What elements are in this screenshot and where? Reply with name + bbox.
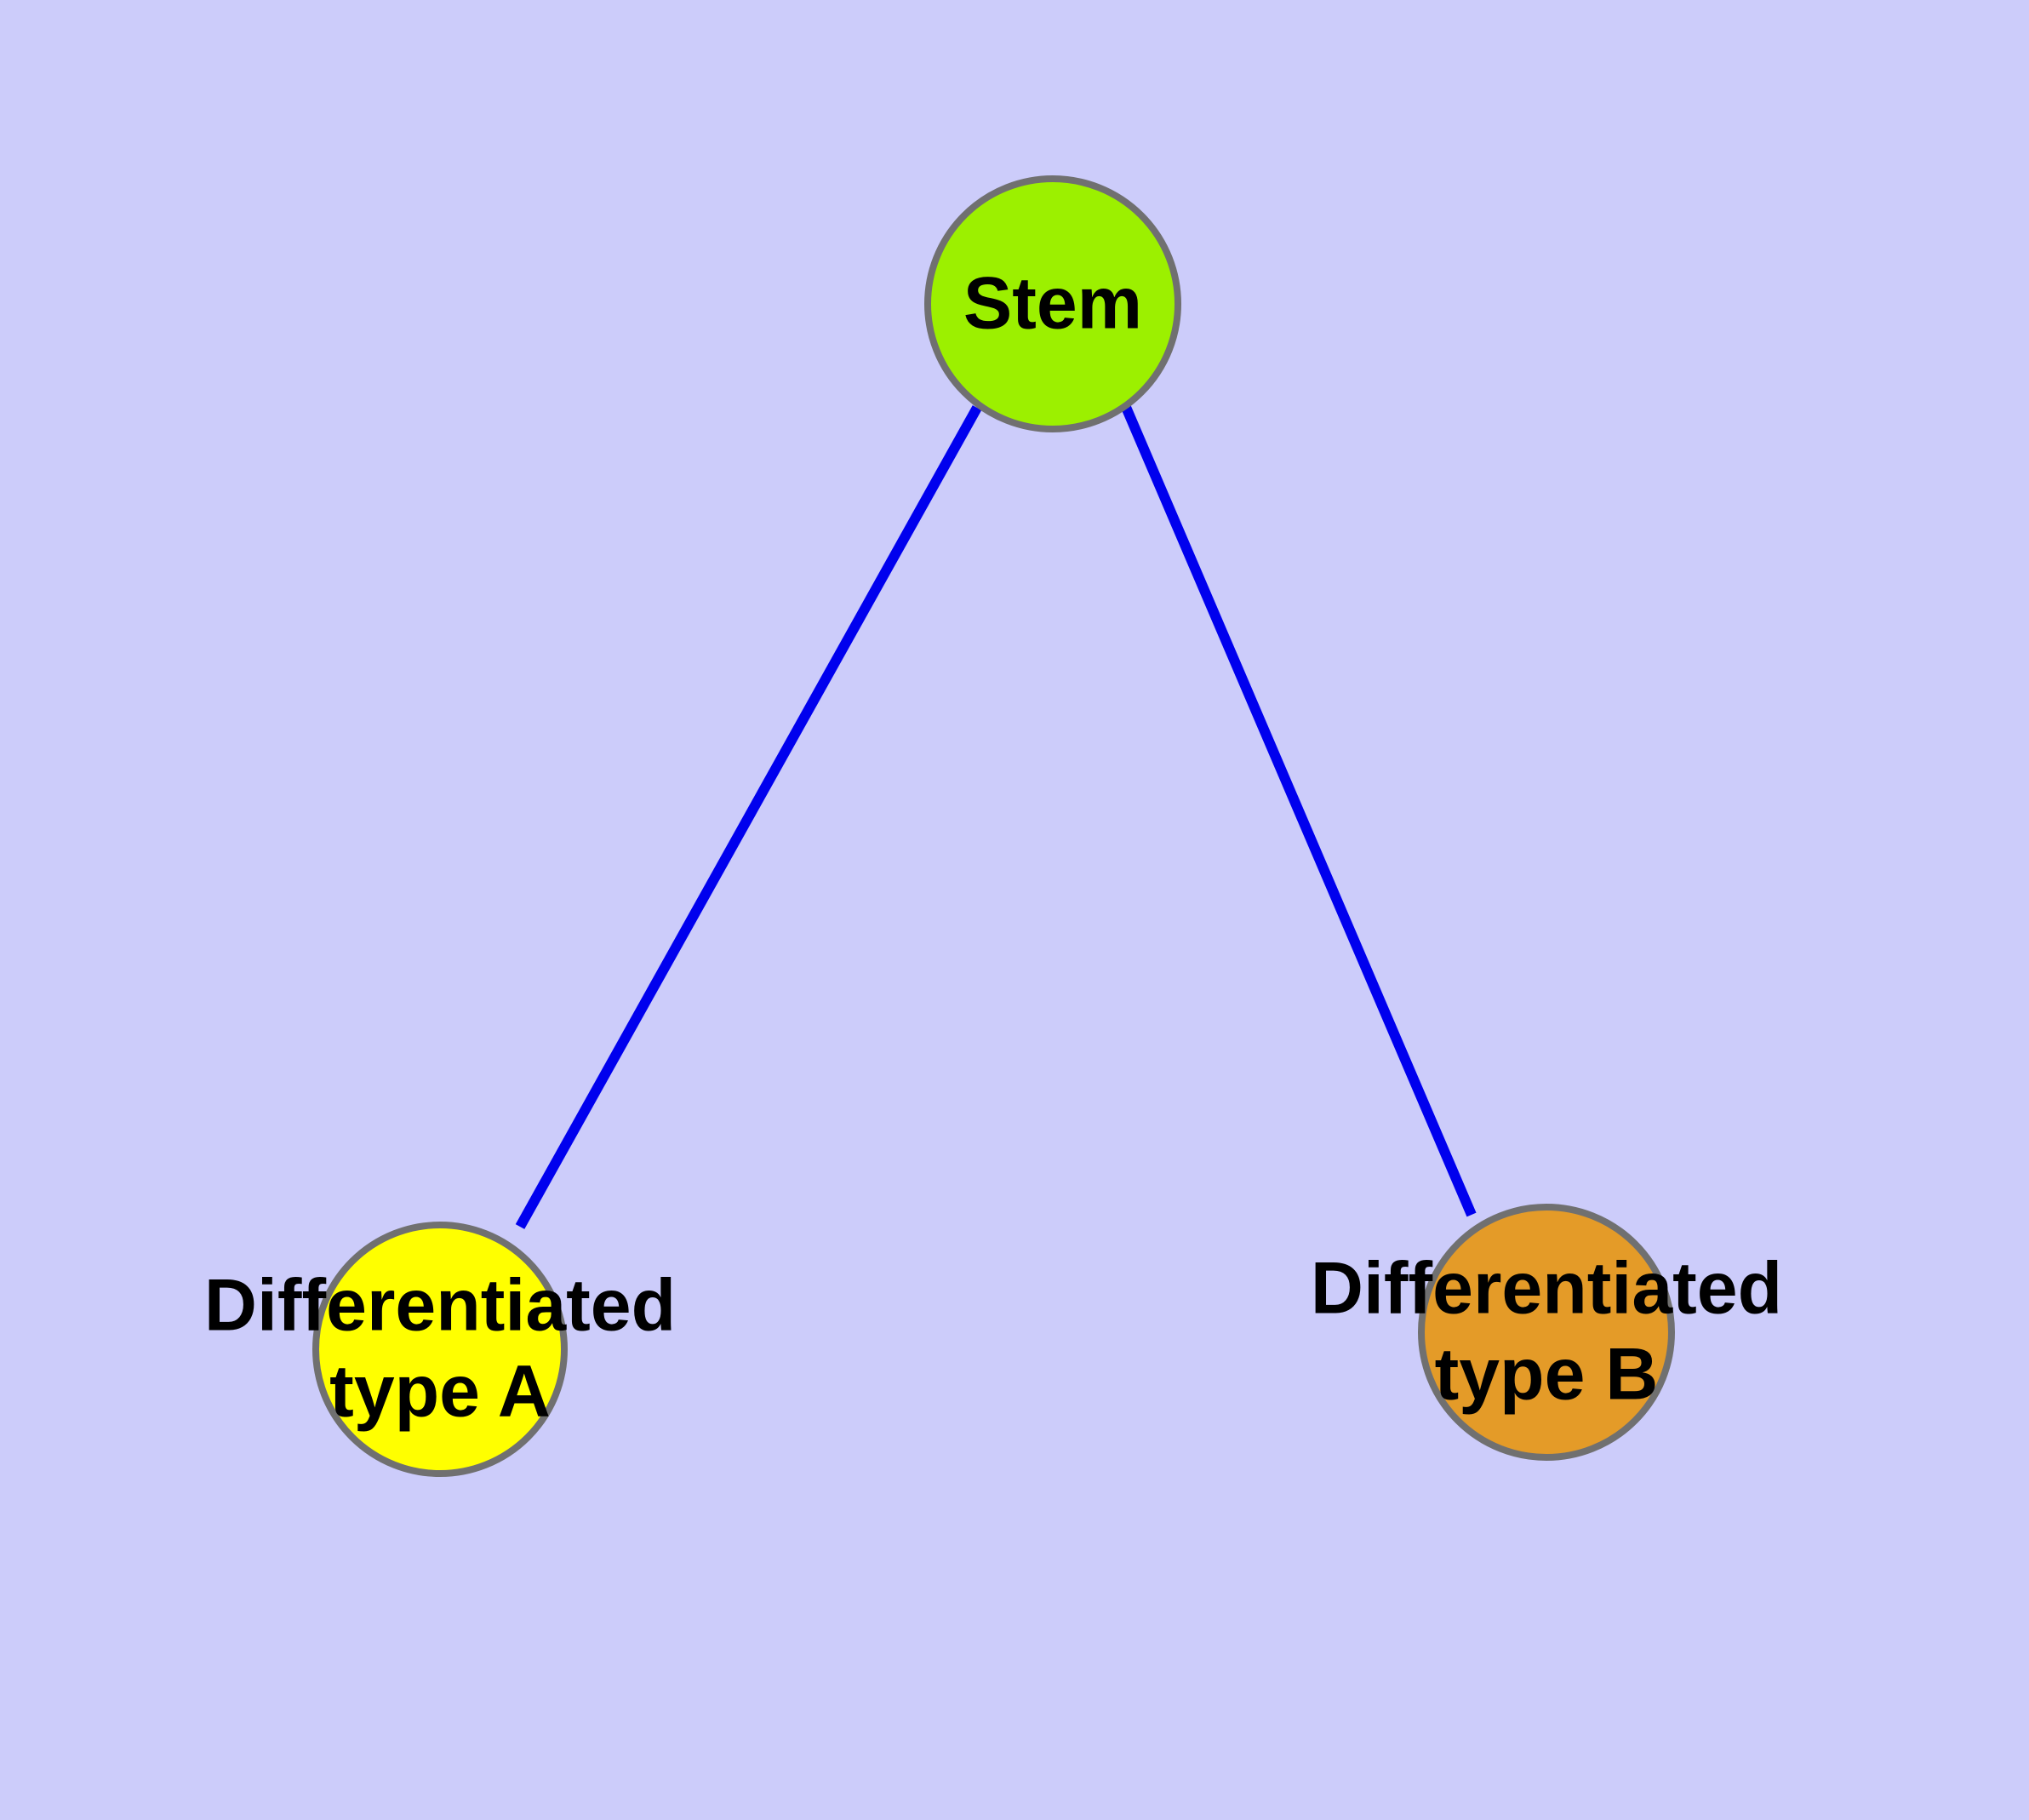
node-stem[interactable]: Stem <box>924 175 1181 432</box>
edge-stem-to-diff-a[interactable] <box>515 405 982 1229</box>
node-differentiated-type-a[interactable]: Differentiated type A <box>204 1222 676 1477</box>
node-differentiated-type-b[interactable]: Differentiated type B <box>1311 1204 1782 1461</box>
node-stem-label: Stem <box>963 262 1143 345</box>
edge-stem-to-diff-b[interactable] <box>1120 403 1477 1217</box>
